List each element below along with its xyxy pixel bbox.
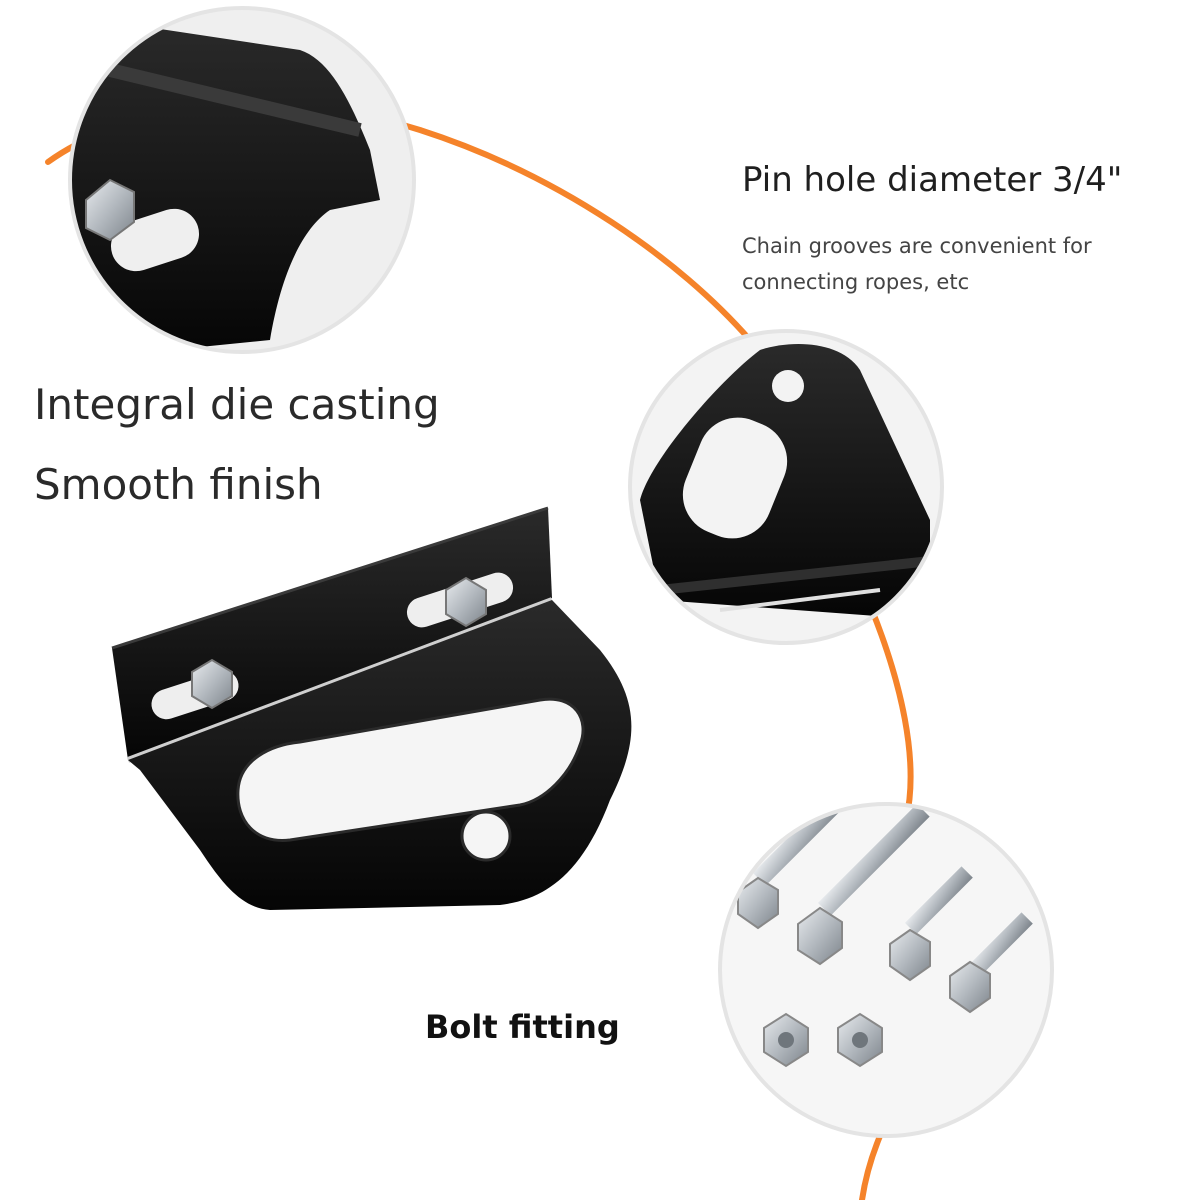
caption-bolt-fitting: Bolt fitting [425,1008,620,1046]
bolt-icon [889,866,973,982]
nut-icon [837,1012,883,1068]
bolt-icon [797,804,930,966]
caption-integral-die-casting: Integral die casting [34,380,440,429]
zoom-circle-hardware [718,802,1054,1138]
nut-icon [763,1012,809,1068]
caption-pin-hole-diameter: Pin hole diameter 3/4" [742,160,1123,200]
nut-icon [85,178,135,242]
caption-smooth-finish: Smooth finish [34,460,323,509]
caption-chain-line-1: Chain grooves are convenient for [742,234,1092,258]
bolt-icon [949,912,1033,1014]
caption-chain-grooves: Chain grooves are convenient for connect… [742,228,1162,300]
zoom-circle-pin-hole [628,329,944,645]
hitch-bracket-icon [111,506,632,910]
caption-chain-line-2: connecting ropes, etc [742,270,970,294]
zoom-circle-casting [68,6,416,354]
